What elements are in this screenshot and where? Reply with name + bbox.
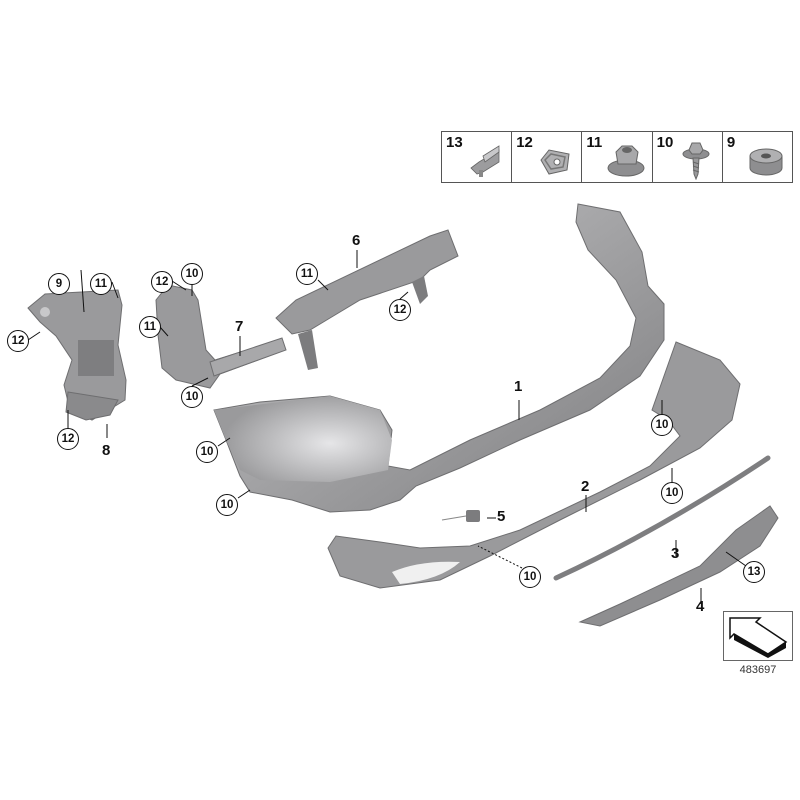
part-8-bracket[interactable] [27, 289, 127, 421]
callout-11[interactable]: 11 [296, 263, 318, 285]
leader-lines [27, 250, 747, 604]
part-label-4: 4 [696, 598, 705, 615]
callout-10[interactable]: 10 [661, 482, 683, 504]
part-label-8: 8 [102, 442, 111, 459]
legend-number: 10 [656, 134, 674, 151]
part-6-carrier[interactable] [275, 229, 459, 370]
part-2-diffuser[interactable] [327, 341, 741, 589]
clip-icon [470, 145, 500, 177]
diagram-id: 483697 [739, 664, 777, 676]
legend-item-10[interactable]: 10 [653, 132, 723, 182]
legend-item-11[interactable]: 11 [582, 132, 653, 182]
callout-11[interactable]: 11 [90, 273, 112, 295]
callout-12[interactable]: 12 [57, 428, 79, 450]
legend-item-12[interactable]: 12 [512, 132, 583, 182]
spacer-ring-icon [749, 148, 783, 176]
callout-12[interactable]: 12 [7, 330, 29, 352]
legend-item-9[interactable]: 9 [723, 132, 792, 182]
part-label-5: 5 [497, 508, 506, 525]
part-5-cap[interactable] [441, 510, 480, 522]
part-label-6: 6 [352, 232, 361, 249]
legend-number: 13 [446, 134, 463, 151]
direction-arrow-icon [729, 617, 788, 658]
legend-number: 9 [726, 134, 736, 151]
legend-number: 12 [516, 134, 533, 151]
part-label-7: 7 [235, 318, 244, 335]
callout-10[interactable]: 10 [651, 414, 673, 436]
callout-10[interactable]: 10 [181, 263, 203, 285]
part-4-lower-panel[interactable] [578, 505, 779, 627]
callout-11[interactable]: 11 [139, 316, 161, 338]
part-7-bracket[interactable] [155, 284, 287, 389]
callout-9[interactable]: 9 [48, 273, 70, 295]
callout-10[interactable]: 10 [181, 386, 203, 408]
legend-number: 11 [586, 134, 603, 151]
callout-10[interactable]: 10 [216, 494, 238, 516]
part-1-bumper-cover[interactable] [213, 203, 665, 513]
callout-10[interactable]: 10 [519, 566, 541, 588]
callout-12[interactable]: 12 [389, 299, 411, 321]
callout-13[interactable]: 13 [743, 561, 765, 583]
orientation-indicator [723, 611, 793, 661]
part-label-2: 2 [581, 478, 590, 495]
fastener-legend: 13 12 11 10 [441, 131, 793, 183]
part-label-3: 3 [671, 545, 680, 562]
callout-10[interactable]: 10 [196, 441, 218, 463]
spring-nut-icon [540, 149, 570, 175]
callout-12[interactable]: 12 [151, 271, 173, 293]
part-label-1: 1 [514, 378, 523, 395]
legend-item-13[interactable]: 13 [442, 132, 513, 182]
collar-nut-icon [607, 145, 645, 177]
hex-screw-icon [682, 142, 710, 180]
part-3-trim-strip[interactable] [553, 455, 771, 581]
